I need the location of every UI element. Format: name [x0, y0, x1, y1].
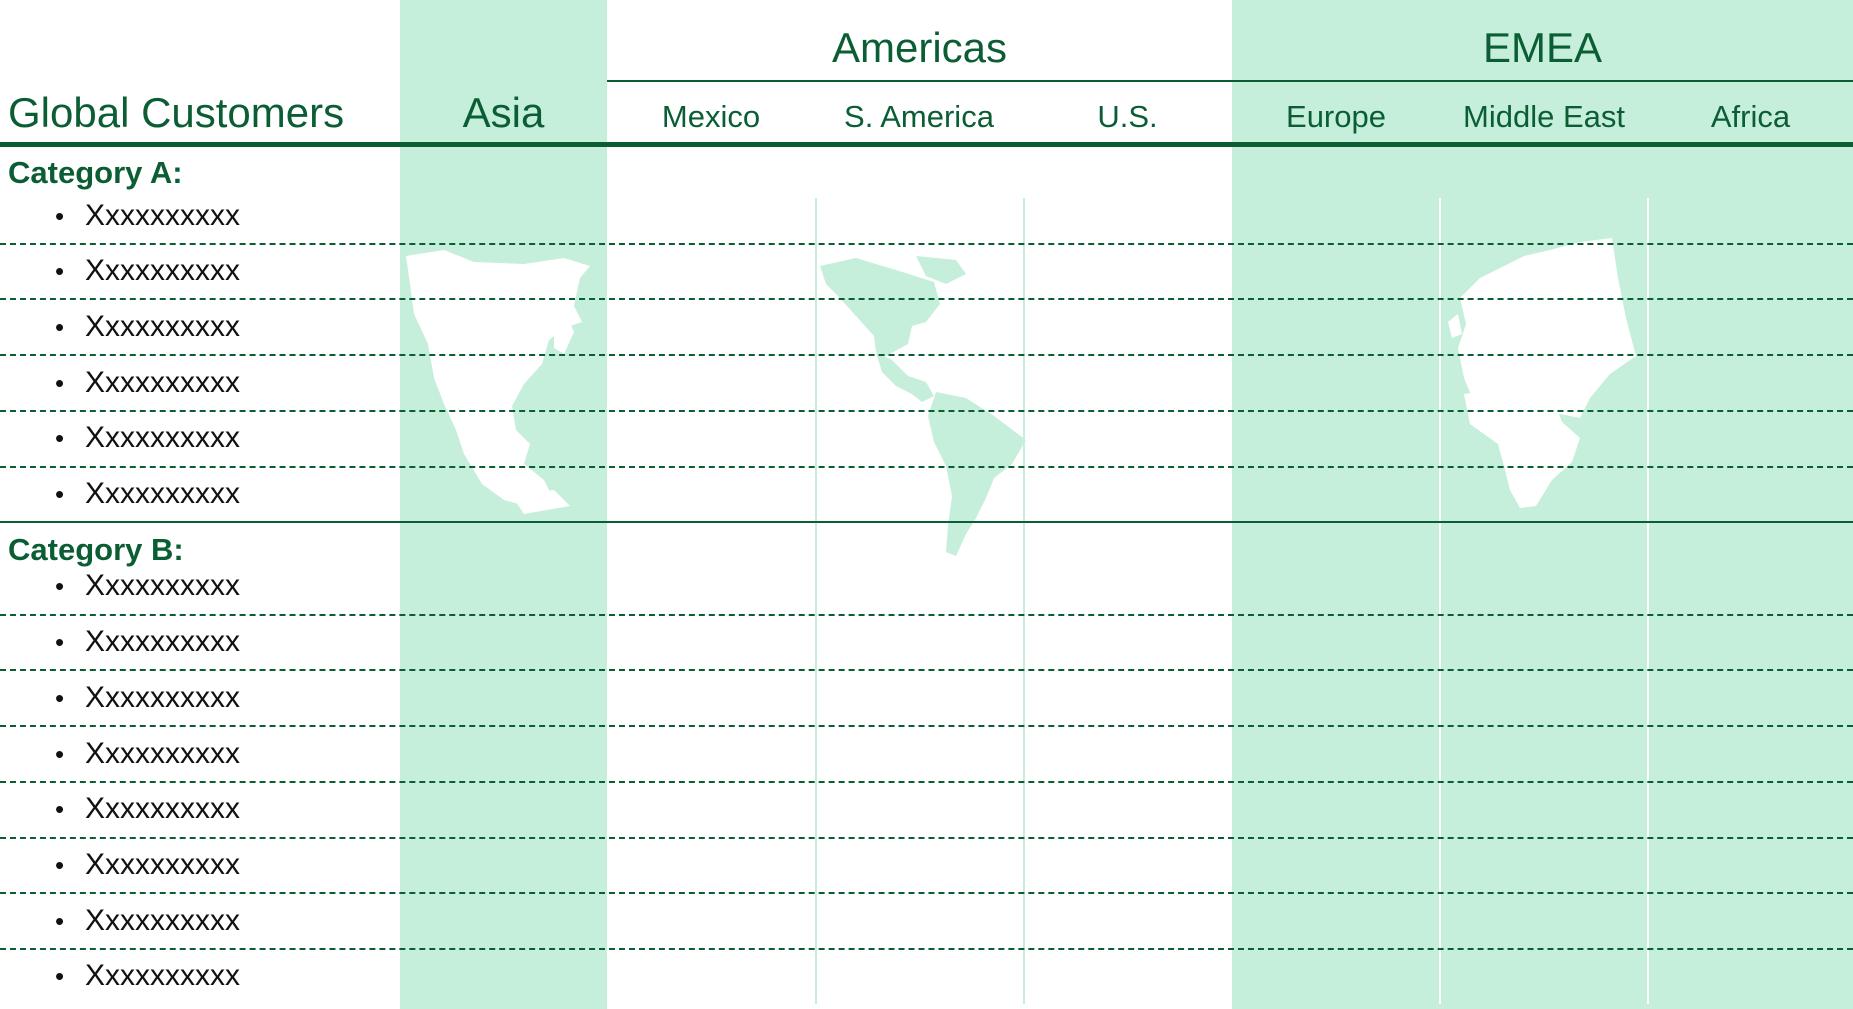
category-b-item: • Xxxxxxxxxx	[55, 958, 240, 994]
list-item-text: Xxxxxxxxxx	[85, 254, 241, 287]
row-divider	[0, 948, 1853, 950]
bullet-icon: •	[55, 571, 65, 601]
list-item-text: Xxxxxxxxxx	[85, 569, 241, 602]
bullet-icon: •	[55, 627, 65, 657]
region-emea-header: EMEA	[1482, 24, 1603, 71]
category-b-label: Category B:	[8, 532, 184, 567]
row-divider	[0, 725, 1853, 727]
page-title: Global Customers	[8, 89, 345, 136]
country-africa-header: Africa	[1710, 99, 1791, 134]
region-asia-header: Asia	[462, 89, 545, 136]
category-a-label: Category A:	[8, 155, 183, 190]
emea-column-background	[1232, 0, 1853, 1009]
category-a-item: • Xxxxxxxxxx	[55, 420, 240, 456]
row-divider	[0, 614, 1853, 616]
row-divider	[0, 243, 1853, 245]
list-item-text: Xxxxxxxxxx	[85, 681, 241, 714]
category-b-item: • Xxxxxxxxxx	[55, 568, 240, 604]
asia-map-icon	[406, 250, 590, 514]
list-item-text: Xxxxxxxxxx	[85, 477, 241, 510]
list-item-text: Xxxxxxxxxx	[85, 737, 241, 770]
country-s-america-header: S. America	[844, 99, 994, 134]
country-europe-header: Europe	[1286, 99, 1386, 134]
americas-emea-subheader-rule	[607, 80, 1853, 82]
bullet-icon: •	[55, 423, 65, 453]
bullet-icon: •	[55, 794, 65, 824]
asia-column-background	[400, 0, 607, 1009]
bullet-icon: •	[55, 683, 65, 713]
category-a-item: • Xxxxxxxxxx	[55, 476, 240, 512]
list-item-text: Xxxxxxxxxx	[85, 421, 241, 454]
list-item-text: Xxxxxxxxxx	[85, 310, 241, 343]
bullet-icon: •	[55, 850, 65, 880]
category-b-item: • Xxxxxxxxxx	[55, 624, 240, 660]
bullet-icon: •	[55, 368, 65, 398]
region-americas-header: Americas	[831, 24, 1008, 71]
category-b-item: • Xxxxxxxxxx	[55, 847, 240, 883]
row-divider	[0, 892, 1853, 894]
category-b-item: • Xxxxxxxxxx	[55, 736, 240, 772]
column-divider-mexico-s-america	[815, 198, 817, 1004]
row-divider	[0, 466, 1853, 468]
bullet-icon: •	[55, 201, 65, 231]
category-b-item: • Xxxxxxxxxx	[55, 791, 240, 827]
bullet-icon: •	[55, 479, 65, 509]
category-b-item: • Xxxxxxxxxx	[55, 680, 240, 716]
list-item-text: Xxxxxxxxxx	[85, 792, 241, 825]
bullet-icon: •	[55, 312, 65, 342]
country-mexico-header: Mexico	[661, 99, 761, 134]
bullet-icon: •	[55, 739, 65, 769]
category-a-item: • Xxxxxxxxxx	[55, 309, 240, 345]
list-item-text: Xxxxxxxxxx	[85, 848, 241, 881]
category-separator	[0, 521, 1853, 523]
header-bottom-rule	[0, 142, 1853, 147]
americas-map-icon	[820, 256, 1026, 556]
column-divider-europe-middle-east	[1439, 198, 1441, 1004]
row-divider	[0, 669, 1853, 671]
column-divider-middle-east-africa	[1647, 198, 1649, 1004]
row-divider	[0, 781, 1853, 783]
bullet-icon: •	[55, 256, 65, 286]
bullet-icon: •	[55, 961, 65, 991]
category-a-item: • Xxxxxxxxxx	[55, 365, 240, 401]
column-divider-s-america-us	[1023, 198, 1025, 1004]
row-divider	[0, 354, 1853, 356]
list-item-text: Xxxxxxxxxx	[85, 625, 241, 658]
country-middle-east-header: Middle East	[1463, 99, 1625, 134]
row-divider	[0, 298, 1853, 300]
list-item-text: Xxxxxxxxxx	[85, 904, 241, 937]
row-divider	[0, 410, 1853, 412]
country-us-header: U.S.	[1097, 99, 1158, 134]
list-item-text: Xxxxxxxxxx	[85, 959, 241, 992]
category-a-item: • Xxxxxxxxxx	[55, 198, 240, 234]
category-b-item: • Xxxxxxxxxx	[55, 903, 240, 939]
bullet-icon: •	[55, 906, 65, 936]
row-divider	[0, 837, 1853, 839]
category-a-item: • Xxxxxxxxxx	[55, 253, 240, 289]
emea-map-icon	[1448, 238, 1636, 508]
list-item-text: Xxxxxxxxxx	[85, 366, 241, 399]
list-item-text: Xxxxxxxxxx	[85, 199, 241, 232]
